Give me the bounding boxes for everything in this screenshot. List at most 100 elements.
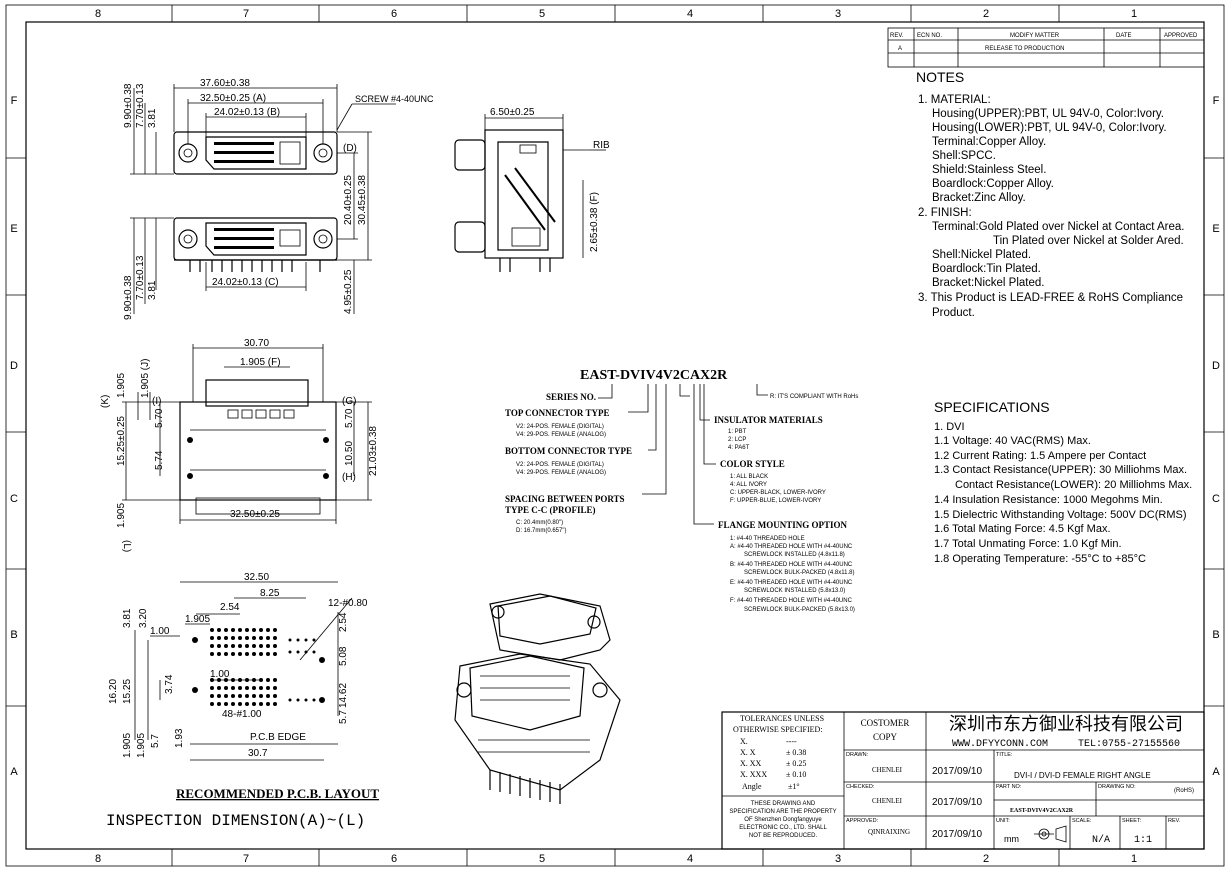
pcb-hole — [273, 652, 277, 656]
svg-text:30.45±0.38: 30.45±0.38 — [357, 175, 368, 225]
svg-text:PART NO:: PART NO: — [996, 784, 1022, 790]
pcb-hole — [252, 628, 256, 632]
svg-text:CHENLEI: CHENLEI — [872, 766, 903, 774]
pcb-hole — [217, 644, 221, 648]
svg-text:7.70±0.13: 7.70±0.13 — [135, 255, 146, 300]
svg-text:TEL:0755-27155560: TEL:0755-27155560 — [1078, 739, 1180, 750]
svg-text:1: #4-40 THREADED HOLE: 1: #4-40 THREADED HOLE — [730, 536, 805, 542]
svg-text:Bracket:Zinc Alloy.: Bracket:Zinc Alloy. — [932, 192, 1026, 204]
svg-text:X. XXX: X. XXX — [740, 770, 767, 779]
svg-text:6: 6 — [391, 853, 397, 865]
pcb-hole — [259, 686, 263, 690]
svg-text:7: 7 — [243, 853, 249, 865]
svg-text:1.6 Total Mating Force: 4.5 Kg: 1.6 Total Mating Force: 4.5 Kgf Max. — [934, 523, 1111, 535]
svg-text:F: #4-40 THREADED HOLE WITH #4: F: #4-40 THREADED HOLE WITH #4-40UNC — [730, 598, 853, 604]
svg-text:OF Shenzhen Dongfangyuye: OF Shenzhen Dongfangyuye — [744, 817, 822, 823]
pcb-hole — [259, 652, 263, 656]
zone-col-3: 3 — [835, 8, 841, 20]
svg-text:TOP CONNECTOR TYPE: TOP CONNECTOR TYPE — [505, 408, 610, 418]
svg-text:15.25±0.25: 15.25±0.25 — [116, 416, 127, 466]
svg-text:CHECKED:: CHECKED: — [846, 784, 875, 790]
svg-text:D: 16.7mm(0.657"): D: 16.7mm(0.657") — [516, 528, 566, 534]
svg-text:Bracket:Nickel Plated.: Bracket:Nickel Plated. — [932, 277, 1045, 289]
svg-text:48-#1.00: 48-#1.00 — [222, 709, 262, 720]
svg-text:MODIFY MATTER: MODIFY MATTER — [1010, 33, 1060, 39]
pcb-hole — [238, 628, 242, 632]
svg-text:6.50±0.25: 6.50±0.25 — [490, 107, 535, 118]
svg-text:4: ALL IVORY: 4: ALL IVORY — [730, 482, 767, 488]
svg-text:----: ---- — [786, 737, 797, 746]
svg-text:1.4 Insulation Resistance: 100: 1.4 Insulation Resistance: 1000 Megohms … — [934, 494, 1163, 506]
svg-text:C: 20.4mm(0.80"): C: 20.4mm(0.80") — [516, 520, 563, 526]
svg-text:INSULATOR MATERIALS: INSULATOR MATERIALS — [714, 415, 823, 425]
side-view: 6.50±0.25 RIB 2.65±0.38 (F) — [454, 107, 610, 272]
svg-text:WWW.DFYYCONN.COM: WWW.DFYYCONN.COM — [952, 739, 1048, 750]
pcb-hole — [224, 702, 228, 706]
svg-text:16.20: 16.20 — [108, 679, 119, 704]
svg-text:24.02±0.13 (B): 24.02±0.13 (B) — [214, 107, 280, 118]
pcb-hole — [210, 644, 214, 648]
pcb-hole — [231, 686, 235, 690]
svg-text:A: #4-40 THREADED HOLE WITH #4: A: #4-40 THREADED HOLE WITH #4-40UNC — [730, 544, 853, 550]
svg-text:DRAWN:: DRAWN: — [846, 752, 869, 758]
svg-text:32.50±0.25: 32.50±0.25 — [230, 509, 280, 520]
svg-text:12-#0.80: 12-#0.80 — [328, 598, 368, 609]
svg-text:RIB: RIB — [593, 140, 610, 151]
pcb-hole — [259, 636, 263, 640]
svg-text:2017/09/10: 2017/09/10 — [932, 766, 982, 777]
svg-text:REV.: REV. — [890, 33, 904, 39]
svg-text:N/A: N/A — [1092, 834, 1110, 846]
svg-text:COPY: COPY — [873, 732, 898, 742]
pcb-hole — [217, 702, 221, 706]
pcb-hole — [245, 678, 249, 682]
svg-text:A: A — [10, 766, 18, 778]
zone-col-5: 5 — [539, 8, 545, 20]
pcb-hole — [192, 687, 198, 693]
pcb-hole — [217, 636, 221, 640]
svg-text:DATE: DATE — [1116, 33, 1132, 39]
top-view: 30.70 1.905 (F) 32.50±0.25 (K) 1.905 1.9… — [100, 338, 379, 552]
svg-text:Product.: Product. — [932, 307, 975, 319]
svg-text:Boardlock:Copper Alloy.: Boardlock:Copper Alloy. — [932, 178, 1054, 190]
svg-text:2.65±0.38 (F): 2.65±0.38 (F) — [589, 192, 600, 252]
svg-text:Shell:Nickel Plated.: Shell:Nickel Plated. — [932, 249, 1031, 261]
pcb-hole — [224, 694, 228, 698]
svg-text:1.1 Voltage: 40 VAC(RMS) Max.: 1.1 Voltage: 40 VAC(RMS) Max. — [934, 435, 1091, 447]
svg-text:30.70: 30.70 — [244, 338, 269, 349]
svg-text:±1°: ±1° — [788, 782, 800, 791]
svg-text:SCREWLOCK INSTALLED (5.8x13.0): SCREWLOCK INSTALLED (5.8x13.0) — [744, 588, 845, 594]
svg-text:3: 3 — [835, 853, 841, 865]
svg-text:SCALE:: SCALE: — [1072, 818, 1092, 824]
svg-text:9.90±0.38: 9.90±0.38 — [123, 275, 134, 320]
pcb-hole — [245, 694, 249, 698]
svg-text:X.: X. — [740, 737, 748, 746]
revision-table: REV. ECN NO. MODIFY MATTER DATE APPROVED… — [887, 27, 1205, 68]
svg-text:APPROVED: APPROVED — [1164, 33, 1198, 39]
svg-text:Housing(UPPER):PBT, UL 94V-0,: Housing(UPPER):PBT, UL 94V-0, Color:Ivor… — [932, 108, 1164, 120]
svg-text:F: UPPER-BLUE, LOWER-IVORY: F: UPPER-BLUE, LOWER-IVORY — [730, 498, 821, 504]
pcb-hole — [210, 702, 214, 706]
svg-text:30.7: 30.7 — [248, 748, 268, 759]
svg-text:E: E — [1212, 223, 1219, 235]
pcb-layout: 32.50 8.25 2.54 1.905 1.00 1.00 12-#0.80… — [106, 572, 379, 830]
pcb-hole — [210, 678, 214, 682]
pcb-hole — [231, 702, 235, 706]
svg-text:1:1: 1:1 — [1134, 835, 1152, 846]
svg-text:Angle: Angle — [742, 782, 762, 791]
projection-symbol-icon — [1034, 825, 1067, 843]
svg-text:1: ALL BLACK: 1: ALL BLACK — [730, 474, 768, 480]
pcb-hole — [266, 644, 270, 648]
svg-text:1.905 (J): 1.905 (J) — [140, 359, 151, 398]
pcb-hole — [210, 652, 214, 656]
pcb-hole — [217, 652, 221, 656]
pcb-hole — [238, 686, 242, 690]
pcb-hole — [231, 694, 235, 698]
pcb-hole — [273, 694, 277, 698]
svg-text:9.90±0.38: 9.90±0.38 — [123, 83, 134, 128]
svg-text:B: B — [10, 629, 17, 641]
svg-text:14.62: 14.62 — [338, 683, 349, 708]
dim-37-60: 37.60±0.38 — [200, 78, 250, 89]
pcb-hole — [231, 678, 235, 682]
svg-text:(H): (H) — [342, 472, 356, 483]
